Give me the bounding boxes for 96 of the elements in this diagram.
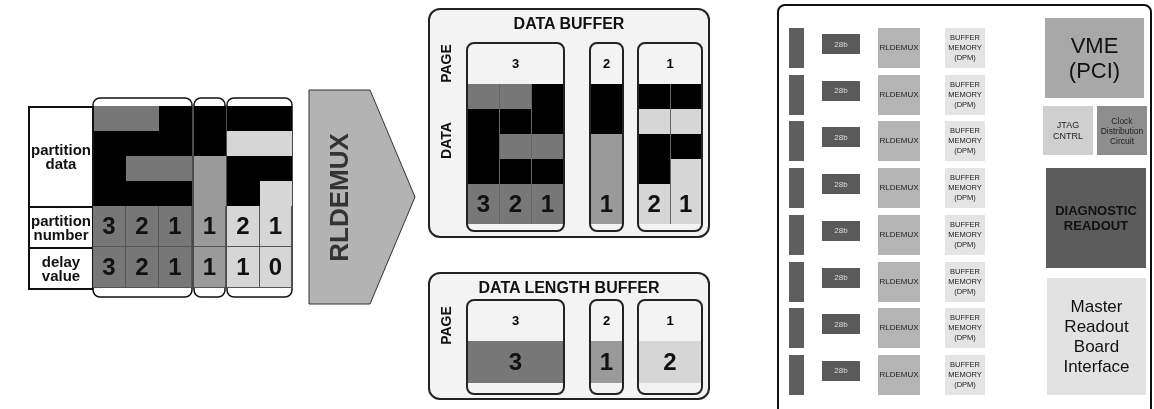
cell-value: 2 (236, 211, 250, 241)
block-label: RLDEMUX (879, 182, 919, 195)
connector-bar (789, 354, 804, 395)
block-label: 28b (834, 86, 848, 96)
chevron-arrow (308, 89, 416, 305)
page-number: 3 (511, 312, 520, 331)
page-column (466, 42, 565, 232)
block-label: 28b (834, 273, 848, 282)
row-header: partition number (30, 213, 92, 242)
cell-value: 1 (268, 211, 283, 241)
row-header: partition data (30, 143, 92, 171)
connector-bar (789, 308, 804, 349)
panel-title: DATA LENGTH BUFFER (478, 278, 660, 298)
connector-bar (789, 261, 804, 302)
cell-value: 3 (508, 347, 523, 377)
cell-value: 3 (102, 211, 116, 241)
circuit-block (878, 261, 920, 302)
page-number: 2 (602, 312, 611, 331)
page-column (637, 42, 703, 232)
circuit-block (878, 214, 920, 255)
connector-bar (789, 121, 804, 162)
axis-label: PAGE (436, 305, 455, 345)
row-header: delay value (40, 254, 82, 283)
circuit-block (1046, 168, 1146, 268)
cell-value: 3 (476, 189, 491, 219)
page-column (637, 299, 703, 395)
page-number: 1 (666, 312, 674, 331)
connector-bar (789, 214, 804, 255)
cell-value: 2 (663, 347, 677, 377)
circuit-block (822, 34, 860, 54)
circuit-block (1043, 106, 1093, 155)
page-number: 3 (511, 55, 520, 74)
connector-bar (789, 168, 804, 209)
circuit-block (878, 28, 920, 68)
page-number: 1 (666, 55, 674, 74)
cell-value: 2 (647, 189, 661, 219)
cell-value: 1 (599, 189, 614, 219)
block-label: 28b (834, 39, 848, 49)
circuit-block (1097, 106, 1147, 155)
block-label: 28b (834, 366, 848, 376)
circuit-block (822, 220, 860, 241)
connector-bar (789, 74, 804, 115)
circuit-block (878, 121, 920, 162)
page-column (589, 299, 624, 395)
cell-value: 3 (102, 252, 116, 282)
block-label: 28b (834, 226, 848, 236)
board-outline (777, 4, 1152, 409)
connector-bar (789, 28, 804, 68)
page-number: 2 (602, 55, 611, 74)
circuit-block (822, 80, 860, 101)
buffer-panel (428, 8, 710, 238)
block-label: RLDEMUX (879, 42, 919, 54)
block-label: RLDEMUX (879, 228, 919, 241)
block-label: RLDEMUX (879, 135, 919, 148)
circuit-block (878, 308, 920, 349)
block-label: RLDEMUX (879, 88, 919, 101)
circuit-block (878, 74, 920, 115)
cell-value: 2 (135, 252, 149, 282)
block-label: Clock Distribution Circuit (1099, 115, 1145, 146)
cell-value: 1 (540, 189, 555, 219)
cell-value: 2 (135, 211, 149, 241)
axis-label: DATA (436, 121, 455, 159)
circuit-block (822, 360, 860, 381)
page-column (466, 299, 565, 395)
block-label: DIAGNOSTIC READOUT (1054, 203, 1138, 233)
circuit-block (822, 174, 860, 195)
block-label: RLDEMUX (879, 322, 919, 335)
cell-value: 1 (202, 211, 217, 241)
circuit-block (822, 267, 860, 288)
page-column (589, 42, 624, 232)
block-label: RLDEMUX (879, 275, 919, 288)
circuit-block (1045, 18, 1144, 98)
circuit-block (878, 168, 920, 209)
cell-value: 2 (508, 189, 523, 219)
cell-value: 1 (168, 211, 182, 241)
block-label: JTAG CNTRL (1052, 119, 1084, 142)
axis-label: PAGE (436, 43, 455, 83)
circuit-block (822, 314, 860, 335)
cell-value: 1 (679, 189, 693, 219)
block-label: 28b (834, 179, 848, 189)
block-label: RLDEMUX (879, 368, 919, 381)
block-label: 28b (834, 319, 848, 329)
circuit-block (878, 354, 920, 395)
cell-value: 0 (268, 252, 283, 282)
process-label: RLDEMUX (322, 132, 355, 262)
block-label: Master Readout Board Interface (1062, 296, 1131, 377)
cell-value: 1 (168, 252, 182, 282)
panel-title: DATA BUFFER (513, 14, 625, 34)
block-label: VME (PCI) (1067, 33, 1122, 83)
cell-value: 1 (202, 252, 217, 282)
circuit-block (1047, 278, 1146, 395)
circuit-block (822, 127, 860, 148)
buffer-panel (428, 272, 710, 400)
block-label: 28b (834, 132, 848, 142)
cell-value: 1 (236, 252, 250, 282)
cell-value: 1 (599, 347, 614, 377)
